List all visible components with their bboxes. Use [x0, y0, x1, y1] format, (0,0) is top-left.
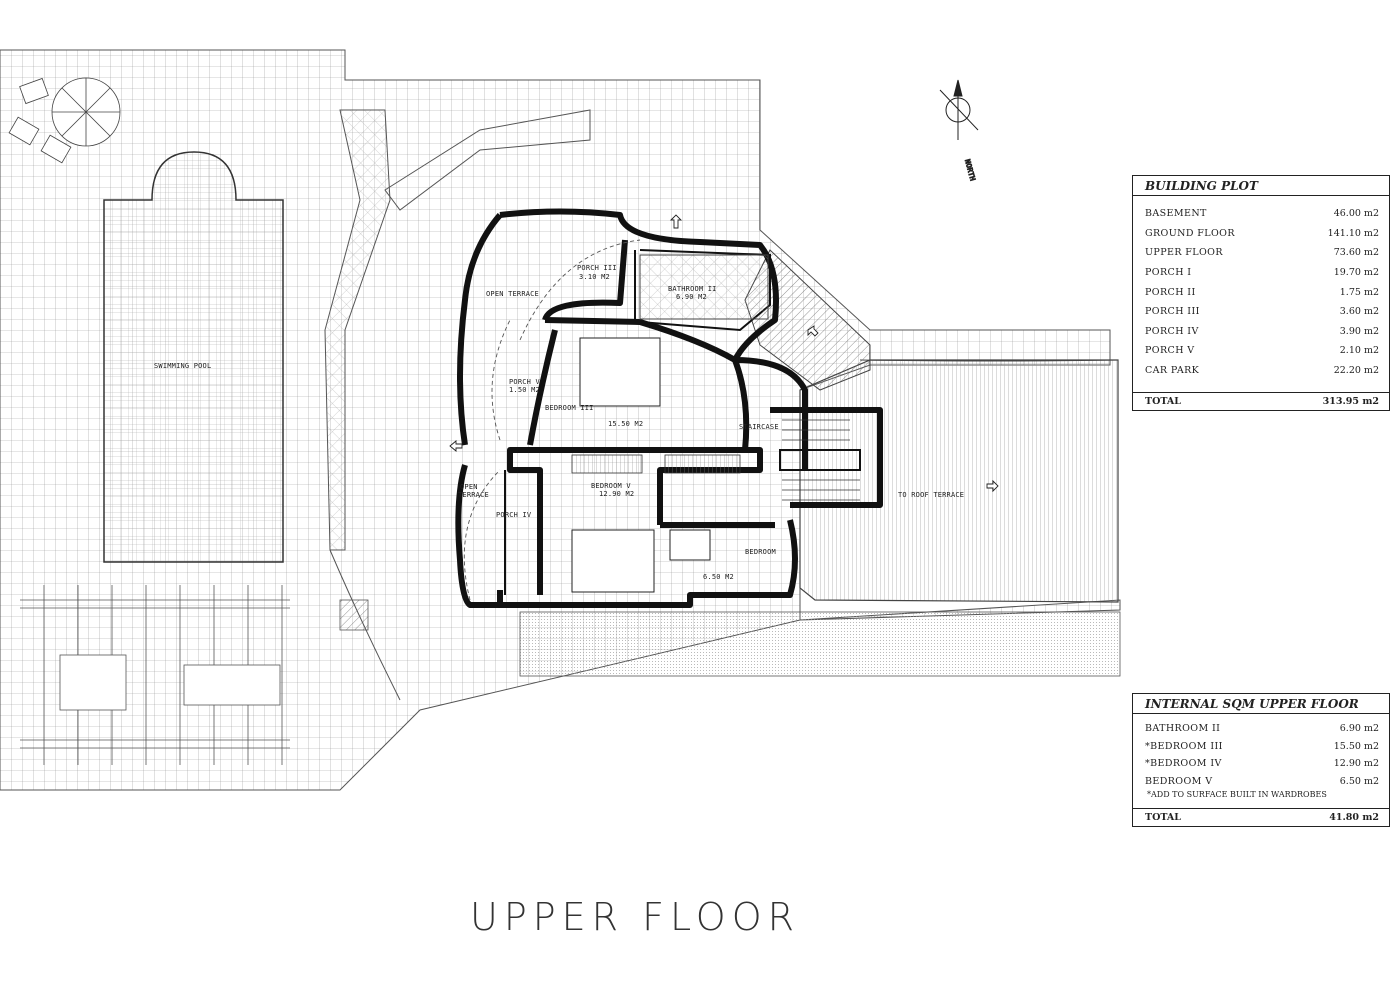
row-value: 1.75 m2	[1339, 286, 1379, 298]
internal-sqm-table: INTERNAL SQM UPPER FLOOR BATHROOM II 6.90…	[1132, 693, 1390, 827]
table-row: CAR PARK 22.20 m2	[1133, 361, 1389, 381]
direction-arrows	[449, 214, 999, 493]
north-label: NORTH	[963, 158, 976, 181]
row-value: 12.90 m2	[1333, 758, 1379, 770]
row-value: 6.90 m2	[1339, 723, 1379, 735]
table-row: UPPER FLOOR 73.60 m2	[1133, 243, 1389, 263]
walkway	[324, 109, 591, 701]
row-name: BATHROOM II	[1145, 723, 1221, 735]
dashed-arcs	[463, 239, 641, 601]
porch-v-area: 1.50 M2	[509, 386, 540, 394]
row-value: 19.70 m2	[1333, 267, 1379, 279]
beds	[571, 337, 711, 593]
bedroom-iv-area: 12.90 M2	[599, 490, 634, 498]
table-row: BEDROOM V 6.50 m2	[1133, 773, 1389, 791]
row-name: CAR PARK	[1145, 365, 1200, 377]
open-terrace-top-label: OPEN TERRACE	[486, 290, 539, 298]
table-row: GROUND FLOOR 141.10 m2	[1133, 224, 1389, 244]
building-plot-total-label: TOTAL	[1145, 396, 1181, 407]
open-terrace-left-label-2: TERRACE	[458, 491, 489, 499]
wardrobes	[571, 454, 741, 474]
plan-title: UPPER FLOOR	[470, 895, 801, 939]
pool-label: SWIMMING POOL	[154, 362, 211, 370]
roof-terrace	[799, 359, 1119, 603]
row-value: 2.10 m2	[1339, 345, 1379, 357]
bathroom-ii-area: 6.90 M2	[676, 293, 707, 301]
row-value: 3.90 m2	[1339, 325, 1379, 337]
row-name: PORCH III	[1145, 306, 1200, 318]
row-value: 73.60 m2	[1333, 247, 1379, 259]
lower-paving	[519, 611, 1121, 677]
row-value: 46.00 m2	[1333, 208, 1379, 220]
bedroom-v-label: BEDROOM	[745, 548, 776, 556]
building-plot-total-row: TOTAL 313.95 m2	[1133, 392, 1389, 410]
row-value: 141.10 m2	[1327, 227, 1379, 239]
porch-v-label: PORCH V	[509, 378, 540, 386]
inner-walls	[504, 249, 861, 595]
bathroom-ii-label: BATHROOM II	[668, 285, 717, 293]
row-name: GROUND FLOOR	[1145, 227, 1235, 239]
north-arrow: NORTH	[939, 79, 979, 182]
building-plot-total-value: 313.95 m2	[1322, 396, 1379, 407]
umbrella-loungers	[8, 77, 121, 164]
bathroom-floor	[639, 254, 769, 320]
row-name: BASEMENT	[1145, 208, 1207, 220]
open-terrace-left-label-1: OPEN	[460, 483, 478, 491]
internal-sqm-total-value: 41.80 m2	[1329, 812, 1379, 823]
swimming-pool: SWIMMING POOL	[103, 151, 284, 563]
row-name: PORCH I	[1145, 267, 1192, 279]
table-row: PORCH I 19.70 m2	[1133, 263, 1389, 283]
room-labels: OPEN TERRACE PORCH III 3.10 M2 BATHROOM …	[458, 264, 964, 581]
staircase-label: STAIRCASE	[739, 423, 779, 431]
table-row: BATHROOM II 6.90 m2	[1133, 720, 1389, 738]
table-row: BASEMENT 46.00 m2	[1133, 204, 1389, 224]
row-name: PORCH II	[1145, 286, 1196, 298]
table-row: *BEDROOM IV 12.90 m2	[1133, 755, 1389, 773]
table-row: PORCH III 3.60 m2	[1133, 302, 1389, 322]
porch-iii-area: 3.10 M2	[579, 273, 610, 281]
table-row: PORCH V 2.10 m2	[1133, 341, 1389, 361]
internal-sqm-total-row: TOTAL 41.80 m2	[1133, 808, 1389, 826]
row-name: PORCH IV	[1145, 325, 1199, 337]
porch-iv-label: PORCH IV	[496, 511, 532, 519]
building-plot-title: BUILDING PLOT	[1133, 176, 1389, 196]
bedroom-iii-label: BEDROOM III	[545, 404, 594, 412]
table-row: PORCH IV 3.90 m2	[1133, 322, 1389, 342]
stair-treads	[782, 419, 860, 501]
row-value: 6.50 m2	[1339, 775, 1379, 787]
building-plot-table: BUILDING PLOT BASEMENT 46.00 m2 GROUND FLO…	[1132, 175, 1390, 411]
internal-sqm-note: *ADD TO SURFACE BUILT IN WARDROBES	[1147, 790, 1327, 799]
pergola-dining	[20, 585, 290, 765]
table-row: *BEDROOM III 15.50 m2	[1133, 738, 1389, 756]
row-name: UPPER FLOOR	[1145, 247, 1223, 259]
building-plot-rows: BASEMENT 46.00 m2 GROUND FLOOR 141.10 m2 UPP…	[1133, 196, 1389, 380]
roof-terrace-label: TO ROOF TERRACE	[898, 491, 964, 499]
row-value: 3.60 m2	[1339, 306, 1379, 318]
row-name: *BEDROOM IV	[1145, 758, 1222, 770]
bedroom-iv-label: BEDROOM V	[591, 482, 631, 490]
row-name: *BEDROOM III	[1145, 740, 1223, 752]
table-row: PORCH II 1.75 m2	[1133, 282, 1389, 302]
row-name: PORCH V	[1145, 345, 1195, 357]
row-value: 22.20 m2	[1333, 365, 1379, 377]
porch-iii-label: PORCH III	[577, 264, 617, 272]
bedroom-v-area: 6.50 M2	[703, 573, 734, 581]
internal-sqm-total-label: TOTAL	[1145, 812, 1181, 823]
row-name: BEDROOM V	[1145, 775, 1213, 787]
internal-sqm-title: INTERNAL SQM UPPER FLOOR	[1133, 694, 1389, 714]
row-value: 15.50 m2	[1333, 740, 1379, 752]
bedroom-iii-area: 15.50 M2	[608, 420, 643, 428]
